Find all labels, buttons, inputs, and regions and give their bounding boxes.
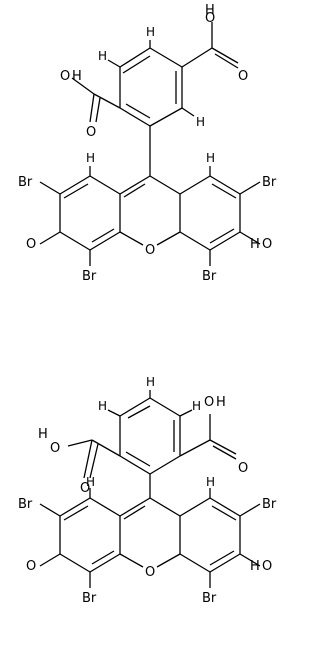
bromine-label: Br bbox=[82, 269, 97, 284]
ring-h-label: H bbox=[146, 375, 155, 389]
ring-h-label: H bbox=[206, 151, 215, 165]
hydroxyl-o-label: O bbox=[204, 395, 214, 410]
hydroxyl-o-label: O bbox=[60, 69, 70, 84]
hydroxyl-h-label: H bbox=[216, 395, 226, 410]
bridge-o-label: O bbox=[145, 565, 155, 580]
bromine-label: Br bbox=[18, 175, 33, 190]
ring-h-label: H bbox=[146, 25, 155, 39]
bromine-label: Br bbox=[262, 175, 277, 190]
ring-h-label: H bbox=[98, 399, 107, 413]
carboxyl-group-1b bbox=[71, 77, 121, 123]
phenol-h-label: H bbox=[250, 559, 260, 574]
bromine-label: Br bbox=[202, 269, 217, 284]
keto-o-label: O bbox=[26, 559, 36, 574]
keto-o-label: O bbox=[26, 237, 36, 252]
ring-h-label: H bbox=[196, 115, 205, 129]
hydroxyl-o-label: O bbox=[50, 441, 60, 456]
hydroxyl-h-label: H bbox=[38, 427, 48, 442]
dicarboxyphenyl-ring-2 bbox=[107, 390, 193, 475]
carbonyl-o-label: O bbox=[80, 481, 90, 496]
ring-h-label: H bbox=[192, 399, 201, 413]
carbonyl-o-label: O bbox=[86, 125, 96, 140]
phenol-o-label: O bbox=[262, 237, 272, 252]
xanthene-core-1 bbox=[39, 166, 261, 266]
molecule-2: O H O O H O H H H H H Br Br Br Br O O H … bbox=[18, 375, 277, 606]
hydroxyl-h-label: H bbox=[72, 69, 82, 84]
phenol-h-label: H bbox=[250, 237, 260, 252]
dicarboxyphenyl-ring-1 bbox=[107, 40, 195, 127]
bromine-label: Br bbox=[18, 497, 33, 512]
bromine-label: Br bbox=[202, 591, 217, 606]
bridge-o-label: O bbox=[145, 243, 155, 258]
ring-h-label: H bbox=[86, 475, 95, 489]
ring-h-label: H bbox=[86, 151, 95, 165]
bromine-label: Br bbox=[82, 591, 97, 606]
molecule-1: H O O O H O H H H H H Br Br Br Br O O H … bbox=[18, 3, 277, 284]
phenol-o-label: O bbox=[262, 559, 272, 574]
ring-h-label: H bbox=[98, 49, 107, 63]
carbonyl-o-label: O bbox=[238, 69, 248, 84]
hydroxyl-o-label: O bbox=[205, 11, 215, 26]
ring-h-label: H bbox=[206, 475, 215, 489]
carbonyl-o-label: O bbox=[238, 461, 248, 476]
carboxyl-group-2a bbox=[179, 414, 237, 460]
carboxyl-group-1a bbox=[181, 22, 239, 69]
bromine-label: Br bbox=[262, 497, 277, 512]
hydroxyl-h-label: H bbox=[205, 3, 215, 18]
carboxyl-group-2b bbox=[67, 439, 121, 479]
xanthene-core-2 bbox=[39, 488, 261, 588]
